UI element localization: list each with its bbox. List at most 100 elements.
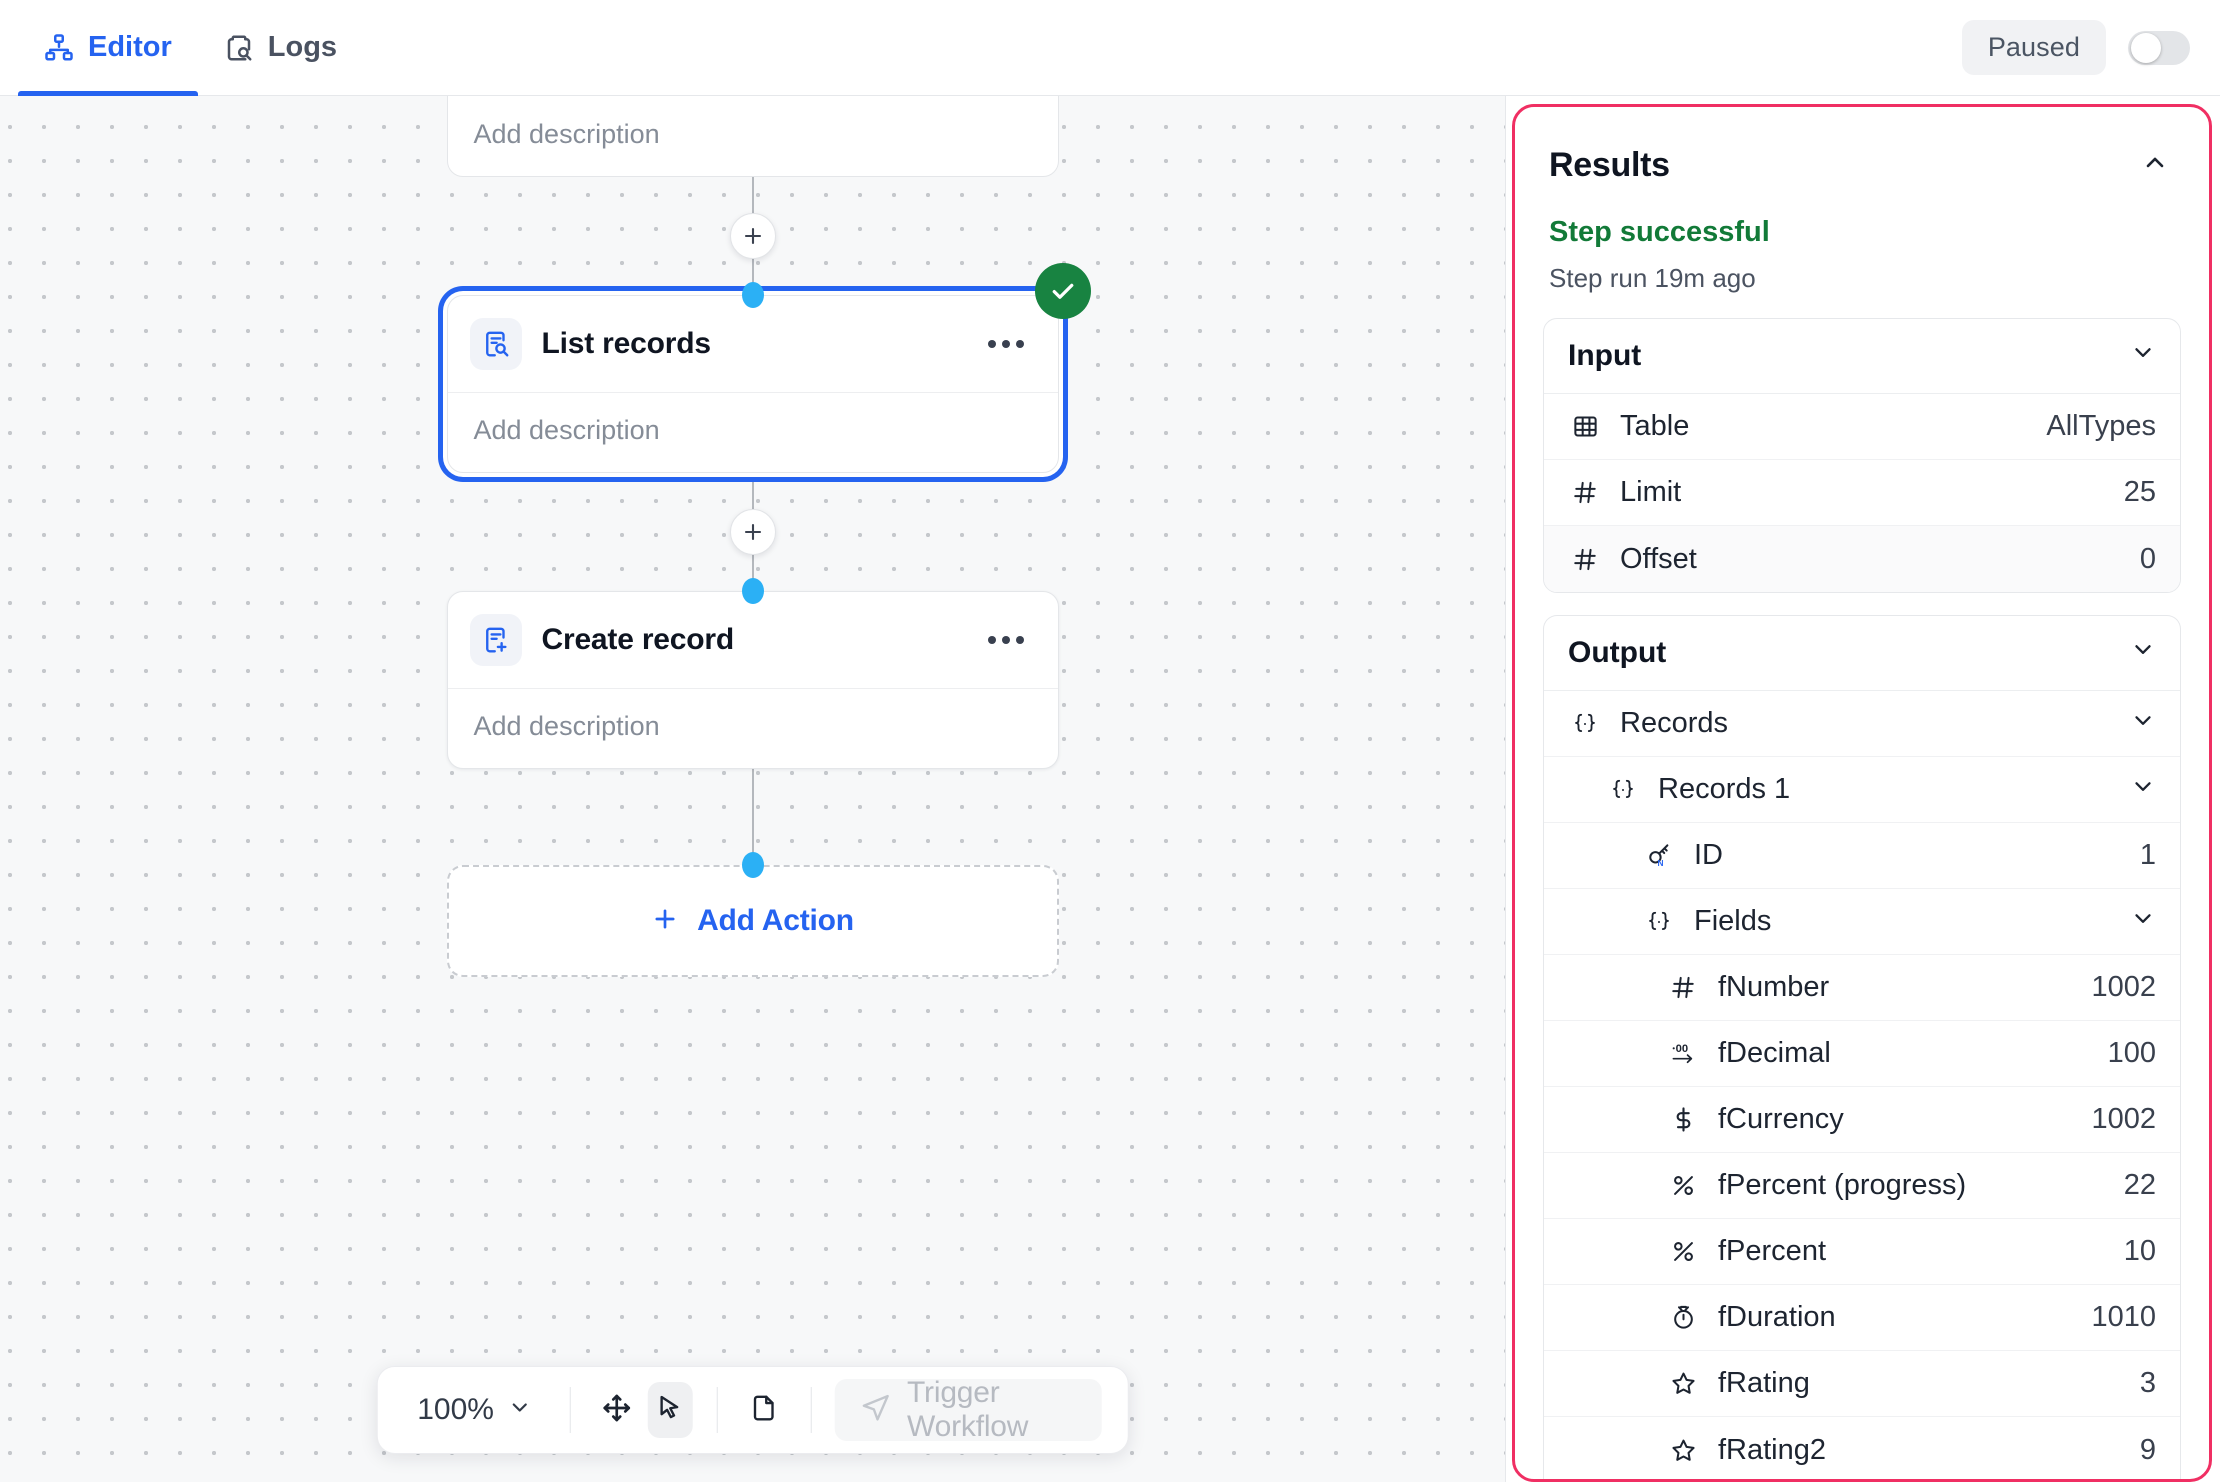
output-row-fields[interactable]: Fields xyxy=(1544,889,2180,955)
node-input-port[interactable] xyxy=(741,578,764,604)
workflow-canvas[interactable]: Add description xyxy=(0,96,1506,1482)
workflow-flow: Add description xyxy=(0,96,1505,977)
connector-line xyxy=(751,555,754,591)
connector-line xyxy=(751,259,754,295)
add-step-button-1[interactable] xyxy=(729,213,776,259)
output-card-title: Output xyxy=(1568,636,1667,669)
output-row-fnumber[interactable]: fNumber 1002 xyxy=(1544,955,2180,1021)
add-step-button-2[interactable] xyxy=(729,509,776,555)
input-card: Input Table AllTypes xyxy=(1543,318,2181,593)
add-action-wrap[interactable]: Add Action xyxy=(446,852,1059,977)
output-row-records[interactable]: Records xyxy=(1544,691,2180,757)
page-tool-button[interactable] xyxy=(741,1382,786,1438)
node-input-port[interactable] xyxy=(741,282,764,308)
chevron-down-icon[interactable] xyxy=(2130,339,2156,373)
workflow-enable-toggle[interactable] xyxy=(2128,30,2190,65)
input-row-value: AllTypes xyxy=(2046,410,2156,442)
results-header: Results xyxy=(1515,107,2209,198)
node-menu-button[interactable] xyxy=(980,628,1032,652)
add-action-label: Add Action xyxy=(697,904,854,937)
tab-bar: Editor Logs xyxy=(18,0,363,96)
output-row-value: 1010 xyxy=(2091,1301,2156,1333)
node-card-partial[interactable]: Add description xyxy=(446,96,1059,177)
workflow-node-create-record[interactable]: Create record Add description xyxy=(446,578,1059,769)
trigger-workflow-button[interactable]: Trigger Workflow xyxy=(835,1376,1102,1443)
output-row-value: 9 xyxy=(2139,1433,2156,1466)
output-row-fpercent-progress[interactable]: fPercent (progress) 22 xyxy=(1544,1153,2180,1219)
output-row-value: 100 xyxy=(2107,1037,2156,1069)
input-row-label: Table xyxy=(1620,410,1690,442)
page-icon xyxy=(749,1393,779,1428)
canvas-toolbar: 100% xyxy=(376,1366,1129,1454)
table-icon xyxy=(1568,413,1602,440)
output-row-label: fRating xyxy=(1718,1367,1810,1399)
add-action-button[interactable]: Add Action xyxy=(446,865,1059,977)
toolbar-divider xyxy=(716,1387,718,1433)
node-card[interactable]: Create record Add description xyxy=(446,591,1059,769)
node-title: List records xyxy=(541,327,712,360)
input-row-table[interactable]: Table AllTypes xyxy=(1544,394,2180,460)
percent-icon xyxy=(1666,1172,1700,1199)
star-icon xyxy=(1666,1437,1700,1464)
percent-icon xyxy=(1666,1238,1700,1265)
output-row-label: fPercent (progress) xyxy=(1718,1169,1967,1201)
hash-icon xyxy=(1666,974,1700,1001)
hash-icon xyxy=(1568,479,1602,506)
output-row-fdecimal[interactable]: 00 fDecimal 100 xyxy=(1544,1021,2180,1087)
node-description[interactable]: Add description xyxy=(473,415,660,445)
output-row-frating[interactable]: fRating 3 xyxy=(1544,1351,2180,1417)
zoom-level-value: 100% xyxy=(417,1393,494,1426)
output-row-fcurrency[interactable]: fCurrency 1002 xyxy=(1544,1087,2180,1153)
chevron-up-icon[interactable] xyxy=(2135,143,2175,188)
input-row-label: Offset xyxy=(1620,542,1697,575)
node-description-partial[interactable]: Add description xyxy=(473,119,660,149)
results-panel: Results Step successful Step run 19m ago… xyxy=(1512,104,2212,1482)
tab-logs-label: Logs xyxy=(267,31,338,63)
output-card-header[interactable]: Output xyxy=(1544,616,2180,691)
toolbar-divider xyxy=(810,1387,812,1433)
workflow-node-partial[interactable]: Add description xyxy=(446,96,1059,177)
add-action-port[interactable] xyxy=(741,852,764,878)
input-card-header[interactable]: Input xyxy=(1544,319,2180,394)
node-card[interactable]: List records Add description xyxy=(446,295,1059,473)
output-row-label: fRating2 xyxy=(1718,1433,1827,1466)
pan-tool-button[interactable] xyxy=(595,1382,640,1438)
svg-text:N: N xyxy=(1657,858,1663,868)
zoom-level-dropdown[interactable]: 100% xyxy=(403,1393,546,1427)
select-tool-button[interactable] xyxy=(647,1382,693,1438)
node-header: List records xyxy=(447,296,1058,393)
chevron-down-icon[interactable] xyxy=(2130,636,2156,670)
output-row-frating2[interactable]: fRating2 9 xyxy=(1544,1417,2180,1479)
output-row-label: Records xyxy=(1620,707,1728,739)
trigger-workflow-label: Trigger Workflow xyxy=(907,1376,1029,1443)
input-row-offset[interactable]: Offset 0 xyxy=(1544,526,2180,592)
output-row-fduration[interactable]: fDuration 1010 xyxy=(1544,1285,2180,1351)
node-menu-button[interactable] xyxy=(980,332,1032,356)
braces-icon xyxy=(1606,777,1640,803)
document-search-icon xyxy=(469,318,522,370)
connector-line xyxy=(751,177,754,213)
plus-icon xyxy=(651,905,679,938)
output-row-label: fCurrency xyxy=(1718,1103,1844,1135)
send-icon xyxy=(861,1393,891,1428)
chevron-down-icon[interactable] xyxy=(2130,707,2156,741)
output-row-fpercent[interactable]: fPercent 10 xyxy=(1544,1219,2180,1285)
key-icon: N xyxy=(1642,842,1676,869)
input-row-limit[interactable]: Limit 25 xyxy=(1544,460,2180,526)
output-row-label: Fields xyxy=(1694,905,1772,937)
output-row-value: 1002 xyxy=(2091,1103,2156,1135)
tab-editor[interactable]: Editor xyxy=(18,0,198,96)
braces-icon xyxy=(1642,909,1676,935)
workflow-node-list-records[interactable]: List records Add description xyxy=(446,263,1091,473)
braces-icon xyxy=(1568,711,1602,737)
input-row-label: Limit xyxy=(1620,476,1682,508)
output-row-records-1[interactable]: Records 1 xyxy=(1544,757,2180,823)
output-row-label: fNumber xyxy=(1718,971,1830,1003)
output-row-id[interactable]: N ID 1 xyxy=(1544,823,2180,889)
node-description[interactable]: Add description xyxy=(473,711,660,741)
chevron-down-icon[interactable] xyxy=(2130,905,2156,939)
tab-logs[interactable]: Logs xyxy=(198,0,363,96)
chevron-down-icon[interactable] xyxy=(2130,773,2156,807)
sitemap-icon xyxy=(44,33,74,63)
